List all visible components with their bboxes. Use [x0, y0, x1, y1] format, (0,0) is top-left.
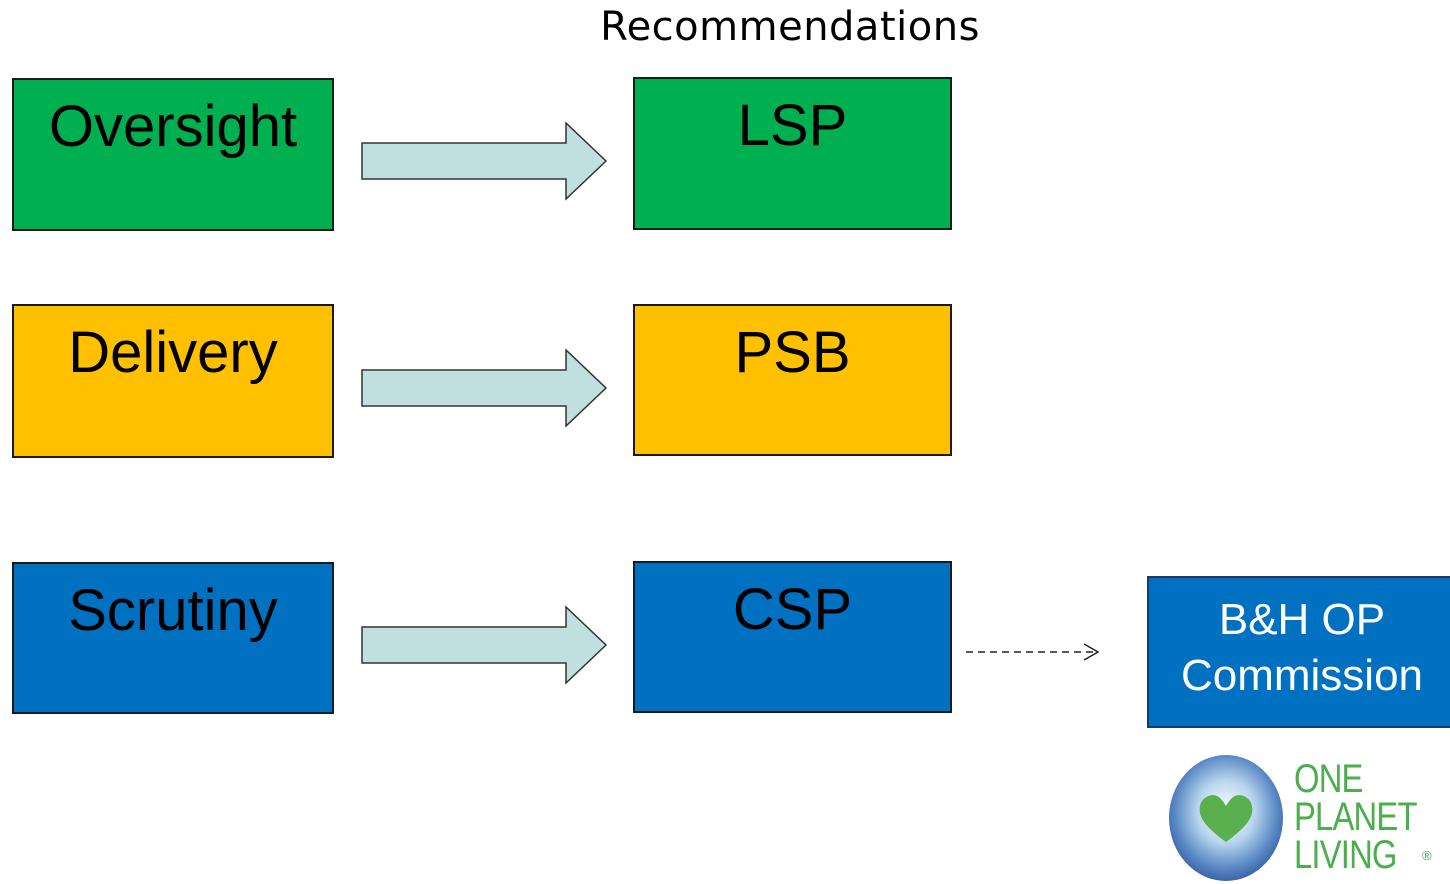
oversight-box: Oversight: [12, 78, 334, 231]
logo-text-living: LIVING: [1294, 833, 1397, 877]
scrutiny-box: Scrutiny: [12, 562, 334, 714]
logo-text-planet: PLANET: [1294, 795, 1417, 839]
one-planet-living-logo: [1169, 755, 1283, 881]
scrutiny-label: Scrutiny: [68, 578, 278, 643]
psb-box: PSB: [633, 304, 952, 456]
dashed-arrow-icon: [966, 643, 1100, 661]
commission-box: B&H OP Commission: [1147, 576, 1450, 728]
heart-icon: [1199, 795, 1253, 842]
commission-label-line2: Commission: [1180, 651, 1424, 700]
commission-label-line1: B&H OP: [1218, 595, 1386, 644]
block-arrow-right-icon: [361, 605, 608, 685]
csp-box: CSP: [633, 561, 952, 713]
oversight-label: Oversight: [48, 94, 298, 159]
csp-label: CSP: [732, 577, 853, 642]
diagram-title: Recommendations: [600, 4, 980, 50]
lsp-box: LSP: [633, 77, 952, 230]
psb-label: PSB: [734, 320, 851, 385]
block-arrow-right-icon: [361, 121, 608, 201]
registered-mark: ®: [1422, 848, 1432, 863]
delivery-label: Delivery: [68, 320, 278, 385]
block-arrow-right-icon: [361, 348, 608, 428]
logo-text-one: ONE: [1294, 757, 1363, 801]
lsp-label: LSP: [737, 93, 848, 158]
delivery-box: Delivery: [12, 304, 334, 458]
